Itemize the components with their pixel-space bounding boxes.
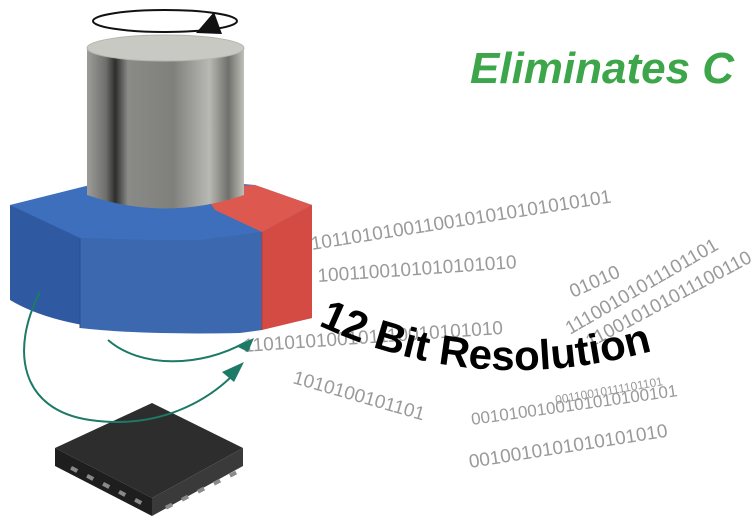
field-line-arrow-icon — [236, 338, 254, 352]
rotating-shaft — [86, 34, 245, 209]
field-line-arrow-icon — [222, 362, 244, 382]
rotation-arrow-icon — [92, 9, 238, 34]
sensor-chip — [55, 403, 243, 516]
field-lines — [23, 291, 247, 423]
headline: Eliminates C — [470, 44, 735, 93]
bit-stream: 1010100101101 — [291, 368, 427, 426]
diametric-magnet — [10, 178, 312, 334]
bit-stream: 10110101001100101010101010101 — [309, 187, 612, 255]
bit-stream: 0010010101010101010 — [467, 421, 669, 473]
bit-stream: 0010100100101010100101 — [470, 381, 679, 429]
bit-stream: 1001100101010101010 — [317, 252, 517, 287]
